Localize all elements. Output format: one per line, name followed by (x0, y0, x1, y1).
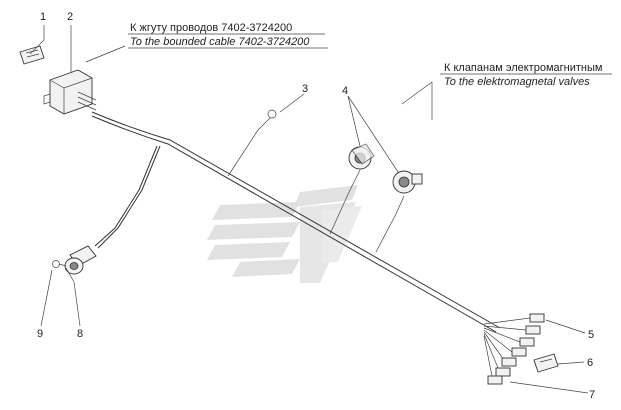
main-cable (91, 111, 501, 333)
caption-harness-en: To the bounded cable 7402-3724200 (130, 36, 310, 48)
ring-terminal-9 (52, 260, 67, 268)
branch-cable-8 (94, 145, 161, 249)
callout-5: 5 (588, 329, 594, 341)
fanout-bundle (483, 313, 545, 385)
valve-connector-4a (329, 143, 375, 235)
leader-lines (29, 25, 589, 394)
callout-7: 7 (589, 389, 595, 401)
valve-connector-4b (375, 170, 423, 253)
wire-3 (227, 109, 277, 177)
callout-9: 9 (37, 328, 43, 340)
callout-4: 4 (342, 85, 348, 97)
connector-block-2 (43, 69, 97, 115)
callout-2: 2 (67, 11, 73, 23)
callout-3: 3 (302, 83, 308, 95)
watermark-logo (207, 185, 362, 283)
caption-harness-ru: К жгуту проводов 7402-3724200 (130, 22, 292, 34)
caption-valves-en: To the elektromagnetal valves (444, 76, 590, 88)
terminal-6 (533, 353, 559, 373)
connector-8 (64, 245, 97, 283)
callout-1: 1 (40, 11, 46, 23)
callout-6: 6 (587, 357, 593, 369)
caption-valves-ru: К клапанам электромагнитным (444, 62, 602, 74)
terminal-1 (19, 45, 45, 65)
callout-8: 8 (77, 328, 83, 340)
